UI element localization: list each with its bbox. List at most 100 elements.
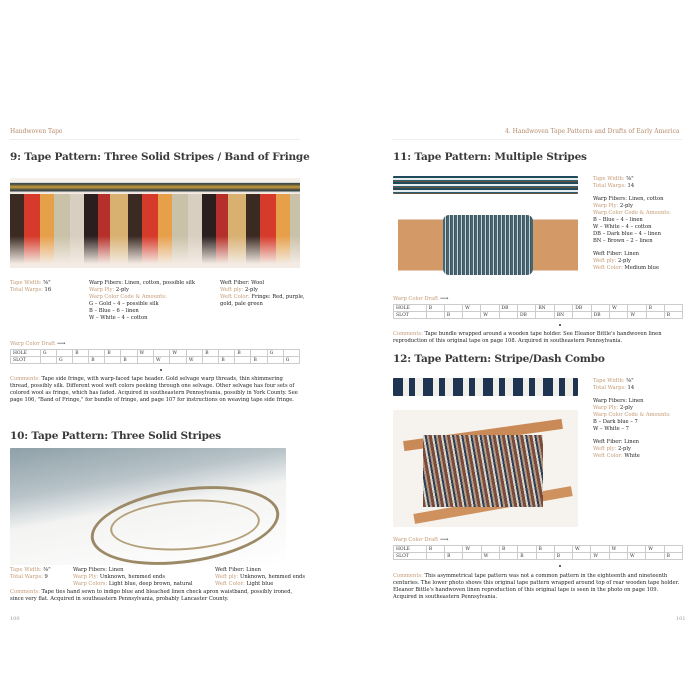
divider: [392, 139, 682, 140]
draft-cell: W: [609, 304, 629, 312]
draft-cell: B: [499, 545, 519, 553]
draft-center-dot: [559, 565, 561, 567]
draft-cell: [553, 545, 573, 553]
draft-center-dot: [559, 324, 561, 326]
draft-cell: B: [104, 349, 122, 357]
draft-cell: B: [218, 356, 236, 364]
draft-cell: W: [185, 356, 204, 364]
pattern-12-specs: Tape Width: ⅝" Total Warps: 14 Warp Fibe…: [593, 378, 671, 459]
draft-cell: B: [517, 552, 537, 560]
running-head-left: Handwoven Tape: [10, 128, 63, 135]
draft-center-dot: [160, 369, 162, 371]
pattern-11-comments: Comments: Tape bundle wrapped around a w…: [393, 331, 662, 344]
draft-cell: [72, 356, 90, 364]
draft-cell: B: [425, 545, 446, 553]
draft-cell: W: [136, 349, 154, 357]
draft-cell: [88, 349, 106, 357]
pattern-9-tape-specs: Tape Width: ⅝" Total Warps: 16: [10, 280, 52, 293]
draft-cell: [480, 304, 500, 312]
draft-cell: B: [72, 349, 90, 357]
draft-cell: [572, 311, 592, 319]
draft-cell: B: [535, 545, 555, 553]
draft-cell: G: [282, 356, 301, 364]
draft-row-label: SLOT: [393, 311, 427, 319]
divider: [10, 139, 300, 140]
draft-cell: [425, 311, 445, 319]
draft-cell: [462, 311, 482, 319]
draft-cell: [169, 356, 187, 364]
pattern-12-draft-label: Warp Color Draft ⟶: [393, 536, 449, 543]
draft-cell: B: [663, 552, 684, 560]
draft-cell: B: [443, 311, 464, 319]
page-number-right: 101: [676, 616, 686, 622]
draft-cell: [499, 552, 519, 560]
draft-cell: [266, 356, 284, 364]
draft-cell: [571, 552, 592, 560]
draft-cell: [608, 552, 628, 560]
draft-cell: DB: [516, 311, 537, 319]
fringe-tape-photo: [10, 178, 300, 268]
draft-cell: DB: [590, 311, 611, 319]
pattern-11-draft-label: Warp Color Draft ⟶: [393, 295, 449, 302]
draft-row-label: HOLE: [10, 349, 41, 357]
draft-cell: BN: [553, 311, 574, 319]
pattern-10-tape-specs: Tape Width: ⅜" Total Warps: 9: [10, 567, 51, 580]
draft-cell: [425, 552, 446, 560]
draft-cell: [498, 311, 518, 319]
draft-cell: W: [480, 552, 501, 560]
draft-cell: B: [250, 356, 268, 364]
draft-cell: [444, 545, 464, 553]
tape-holders-photo: [393, 410, 578, 527]
draft-cell: [56, 349, 74, 357]
draft-cell: [590, 304, 611, 312]
draft-cell: [185, 349, 204, 357]
draft-cell: [39, 356, 58, 364]
draft-cell: BN: [535, 304, 555, 312]
pattern-9-warp-specs: Warp Fibers: Linen, cotton, possible sil…: [89, 280, 195, 321]
pattern-9-comments: Comments: Tape side fringe, with warp-fa…: [10, 376, 298, 403]
page-number-left: 100: [10, 616, 20, 622]
draft-cell: [609, 311, 629, 319]
draft-cell: [627, 304, 647, 312]
draft-cell: [480, 545, 501, 553]
pattern-9-draft-label: Warp Color Draft ⟶: [10, 340, 66, 347]
tape-holder-photo: [398, 205, 578, 285]
draft-row-label: HOLE: [393, 304, 427, 312]
draft-cell: [104, 356, 122, 364]
draft-cell: W: [571, 545, 592, 553]
pattern-12-comments: Comments: This asymmetrical tape pattern…: [393, 573, 680, 600]
draft-cell: W: [462, 304, 482, 312]
draft-cell: B: [645, 304, 665, 312]
draft-cell: [443, 304, 464, 312]
draft-cell: G: [56, 356, 74, 364]
draft-cell: B: [234, 349, 252, 357]
draft-cell: W: [627, 311, 647, 319]
draft-cell: G: [39, 349, 58, 357]
draft-cell: [462, 552, 482, 560]
draft-cell: W: [645, 545, 665, 553]
multiple-stripes-tape-photo: [393, 176, 578, 194]
draft-cell: B: [444, 552, 464, 560]
draft-cell: [517, 545, 537, 553]
draft-cell: [626, 545, 647, 553]
draft-cell: [136, 356, 154, 364]
draft-cell: [553, 304, 574, 312]
draft-cell: [590, 545, 610, 553]
draft-cell: W: [480, 311, 500, 319]
draft-cell: [152, 349, 171, 357]
apron-tape-photo: [10, 448, 286, 576]
draft-row-label: HOLE: [393, 545, 427, 553]
pattern-10-weft-specs: Weft Fiber: Linen Weft ply: Unknown, hem…: [215, 567, 306, 587]
draft-cell: DB: [498, 304, 518, 312]
draft-cell: [202, 356, 220, 364]
draft-row-label: SLOT: [393, 552, 427, 560]
draft-cell: [234, 356, 252, 364]
draft-cell: [250, 349, 268, 357]
